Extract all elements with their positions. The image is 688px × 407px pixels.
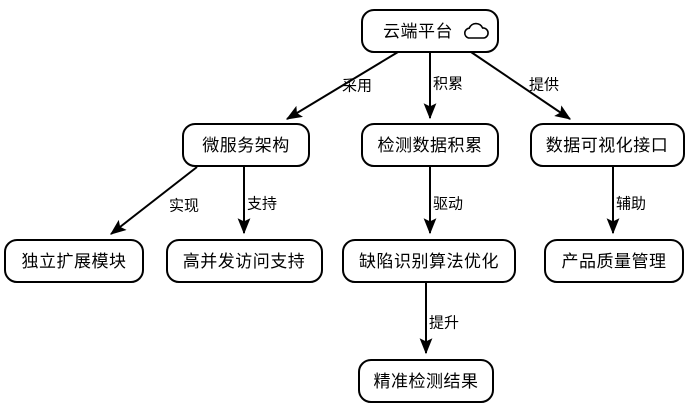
edge-line-adopt	[285, 51, 399, 120]
edge-microservice-to-high-concurrency: 支持	[237, 167, 277, 235]
edge-label-provide: 提供	[529, 76, 559, 94]
node-microservice-label: 微服务架构	[202, 136, 290, 156]
node-accurate-result[interactable]: 精准检测结果	[358, 359, 494, 403]
node-cloud-platform-shape[interactable]	[361, 9, 499, 53]
node-accurate-result-shape[interactable]	[358, 359, 494, 403]
edge-group: 采用 积累 提供 实现 支持	[110, 51, 646, 355]
node-independent-module[interactable]: 独立扩展模块	[4, 239, 144, 283]
edge-cloud-platform-to-microservice: 采用	[285, 51, 399, 120]
node-independent-module-label: 独立扩展模块	[22, 252, 127, 272]
node-accurate-result-label: 精准检测结果	[374, 372, 479, 392]
edge-label-adopt: 采用	[342, 77, 372, 95]
node-algorithm-optimize[interactable]: 缺陷识别算法优化	[342, 239, 516, 283]
edge-data-accumulation-to-algorithm-optimize: 驱动	[423, 167, 463, 235]
node-visualization-api[interactable]: 数据可视化接口	[530, 123, 685, 167]
node-quality-management-shape[interactable]	[544, 239, 684, 283]
edge-label-accumulate: 积累	[433, 75, 463, 93]
node-cloud-platform-label: 云端平台	[383, 22, 453, 42]
node-independent-module-shape[interactable]	[4, 239, 144, 283]
edge-microservice-to-independent-module: 实现	[110, 166, 199, 235]
node-algorithm-optimize-shape[interactable]	[342, 239, 516, 283]
node-cloud-platform[interactable]: 云端平台	[361, 9, 499, 53]
cloud-icon	[463, 22, 489, 39]
edge-cloud-platform-to-visualization-api: 提供	[470, 51, 571, 120]
node-microservice-shape[interactable]	[182, 123, 310, 167]
node-algorithm-optimize-label: 缺陷识别算法优化	[359, 252, 499, 272]
edge-label-assist: 辅助	[616, 195, 646, 213]
edge-line-implement	[110, 166, 198, 235]
node-high-concurrency[interactable]: 高并发访问支持	[166, 239, 323, 283]
edge-label-improve: 提升	[429, 314, 459, 332]
edge-label-support: 支持	[247, 195, 277, 213]
node-data-accumulation-shape[interactable]	[361, 123, 499, 167]
edge-line-provide	[470, 51, 571, 120]
node-data-accumulation-label: 检测数据积累	[378, 136, 483, 156]
node-quality-management-label: 产品质量管理	[562, 252, 667, 272]
node-high-concurrency-shape[interactable]	[166, 239, 323, 283]
node-visualization-api-label: 数据可视化接口	[546, 136, 669, 156]
edge-visualization-api-to-quality-management: 辅助	[606, 167, 646, 235]
edge-cloud-platform-to-data-accumulation: 积累	[423, 52, 463, 120]
edge-label-drive: 驱动	[433, 195, 463, 213]
edge-algorithm-optimize-to-accurate-result: 提升	[419, 283, 459, 355]
node-visualization-api-shape[interactable]	[530, 123, 685, 167]
node-quality-management[interactable]: 产品质量管理	[544, 239, 684, 283]
node-microservice[interactable]: 微服务架构	[182, 123, 310, 167]
node-group: 云端平台 微服务架构 检测数据积累 数据可视化接口	[4, 9, 685, 403]
edge-label-implement: 实现	[169, 197, 199, 215]
node-high-concurrency-label: 高并发访问支持	[183, 252, 306, 272]
node-data-accumulation[interactable]: 检测数据积累	[361, 123, 499, 167]
